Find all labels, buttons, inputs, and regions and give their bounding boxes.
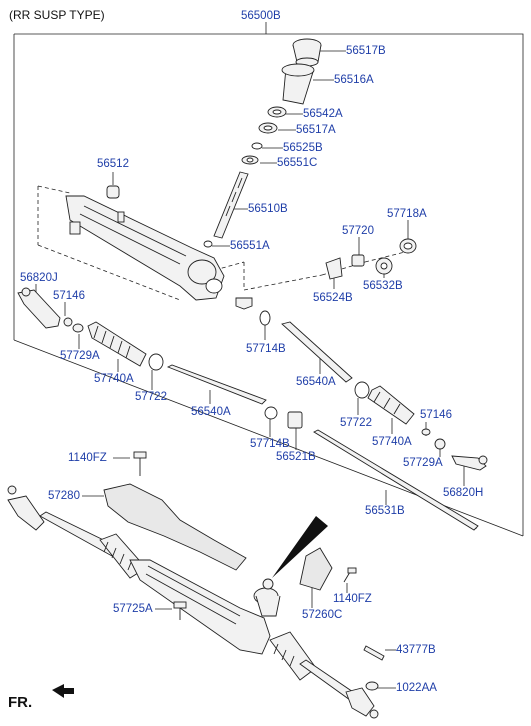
part-label-57722-left[interactable]: 57722 <box>135 391 167 403</box>
part-label-56551C[interactable]: 56551C <box>277 157 318 169</box>
part-label-57740A-right[interactable]: 57740A <box>372 436 412 448</box>
part-label-57720[interactable]: 57720 <box>342 225 374 237</box>
part-label-56516A[interactable]: 56516A <box>334 74 374 86</box>
part-label-56500B[interactable]: 56500B <box>241 10 281 22</box>
part-label-57729A-left[interactable]: 57729A <box>60 350 100 362</box>
part-label-56820H[interactable]: 56820H <box>443 487 484 499</box>
part-label-57146-left[interactable]: 57146 <box>53 290 85 302</box>
part-label-57722-right[interactable]: 57722 <box>340 417 372 429</box>
part-label-56542A[interactable]: 56542A <box>303 108 343 120</box>
part-label-43777B[interactable]: 43777B <box>396 644 436 656</box>
part-label-56517B[interactable]: 56517B <box>346 45 386 57</box>
part-label-56517A[interactable]: 56517A <box>296 124 336 136</box>
part-label-56510B[interactable]: 56510B <box>248 203 288 215</box>
part-label-57740A-left[interactable]: 57740A <box>94 373 134 385</box>
part-label-1140FZ-bottom[interactable]: 1140FZ <box>333 593 372 605</box>
part-label-56512[interactable]: 56512 <box>97 158 129 170</box>
part-label-56532B[interactable]: 56532B <box>363 280 403 292</box>
part-label-1140FZ-top[interactable]: 1140FZ <box>68 452 107 464</box>
part-label-57280[interactable]: 57280 <box>48 490 80 502</box>
part-label-56531B[interactable]: 56531B <box>365 505 405 517</box>
part-label-57729A-right[interactable]: 57729A <box>403 457 443 469</box>
part-label-56820J[interactable]: 56820J <box>20 272 58 284</box>
part-label-57714B-top[interactable]: 57714B <box>246 343 286 355</box>
assembly-frame <box>14 33 524 536</box>
part-label-57260C[interactable]: 57260C <box>302 609 343 621</box>
part-label-56524B[interactable]: 56524B <box>313 292 353 304</box>
part-label-57714B-bottom[interactable]: 57714B <box>250 438 290 450</box>
part-label-57146-right[interactable]: 57146 <box>420 409 452 421</box>
part-label-56540A-right[interactable]: 56540A <box>296 376 336 388</box>
part-label-57718A[interactable]: 57718A <box>387 208 427 220</box>
view-pointer-wedge <box>272 516 328 578</box>
part-label-56551A[interactable]: 56551A <box>230 240 270 252</box>
front-direction-label: FR. <box>8 694 33 711</box>
part-label-56540A-left[interactable]: 56540A <box>191 406 231 418</box>
front-arrow-icon <box>52 684 74 698</box>
suspension-type-label: (RR SUSP TYPE) <box>9 8 105 22</box>
part-label-56525B[interactable]: 56525B <box>283 142 323 154</box>
part-label-56521B[interactable]: 56521B <box>276 451 316 463</box>
part-label-57725A[interactable]: 57725A <box>113 603 153 615</box>
part-label-1022AA[interactable]: 1022AA <box>396 682 437 694</box>
